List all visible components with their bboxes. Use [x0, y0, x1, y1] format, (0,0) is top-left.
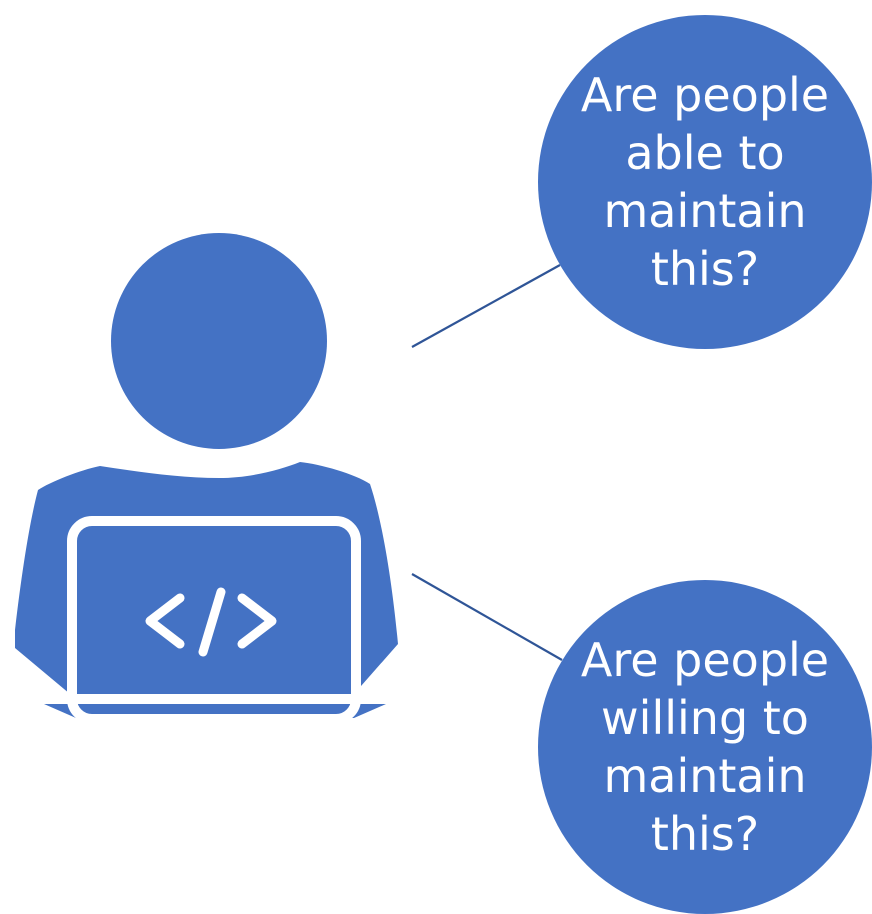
question-bubble-able: Are people able to maintain this?	[538, 15, 872, 349]
connector-line-bottom	[411, 573, 563, 661]
connector-line-top	[411, 264, 561, 348]
person-head	[111, 233, 327, 449]
laptop-screen-frame	[67, 516, 361, 724]
question-bubble-willing: Are people willing to maintain this?	[538, 580, 872, 914]
question-willing-text: Are people willing to maintain this?	[580, 633, 830, 861]
developer-with-laptop-icon	[15, 233, 398, 724]
question-able-text: Are people able to maintain this?	[580, 68, 830, 296]
code-symbol-icon	[145, 587, 277, 657]
